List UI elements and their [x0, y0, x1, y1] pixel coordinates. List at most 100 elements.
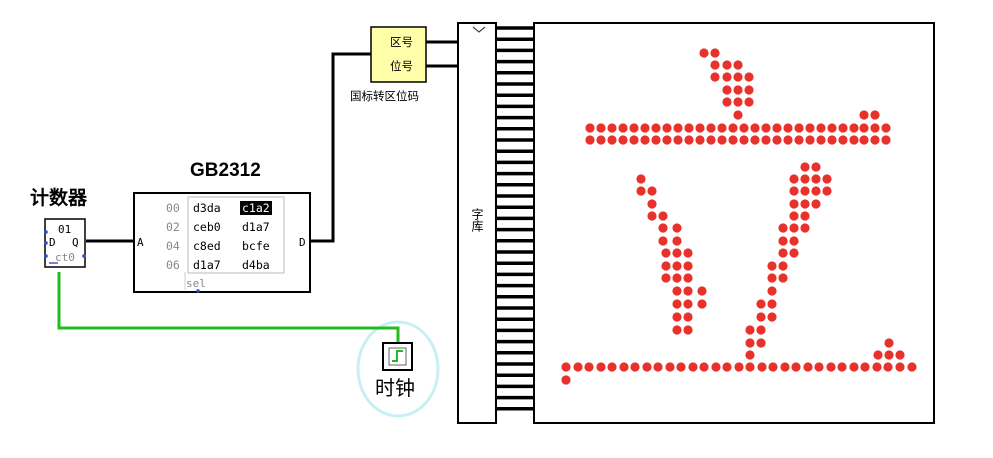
display-dot [778, 261, 788, 271]
display-dot [849, 362, 859, 372]
display-dot [711, 362, 721, 372]
display-dot [672, 223, 682, 233]
display-dot [661, 261, 671, 271]
display-dot [789, 186, 799, 196]
display-dot [710, 60, 720, 70]
display-dot [791, 362, 801, 372]
display-dot [822, 186, 832, 196]
display-dot [803, 362, 813, 372]
display-dot [800, 199, 810, 209]
display-dot [661, 248, 671, 258]
display-dot [859, 135, 869, 145]
display-dot [826, 362, 836, 372]
rom-cell[interactable]: d4ba [242, 258, 270, 272]
rom-cell[interactable]: d1a7 [242, 220, 270, 234]
display-dot [672, 325, 682, 335]
display-dot [673, 135, 683, 145]
display-dot [860, 362, 870, 372]
display-dot [695, 123, 705, 133]
rom-addr: 00 [166, 201, 180, 215]
display-dot [750, 135, 760, 145]
counter-title: 计数器 [30, 187, 88, 209]
display-dot [767, 312, 777, 322]
display-dot [561, 375, 571, 385]
display-dot [722, 97, 732, 107]
display-dot [873, 350, 883, 360]
display-dot [794, 123, 804, 133]
rom-cell-selected[interactable]: c1a2 [240, 201, 272, 215]
display-dot [728, 123, 738, 133]
display-dot [688, 362, 698, 372]
font-lib-box[interactable] [457, 22, 497, 424]
clock-label: 时钟 [375, 376, 415, 400]
display-dot [683, 312, 693, 322]
display-dot [789, 211, 799, 221]
display-dot [849, 123, 859, 133]
display-dot [744, 97, 754, 107]
display-dot [778, 236, 788, 246]
display-dot [619, 362, 629, 372]
display-dot [767, 299, 777, 309]
display-dot [683, 299, 693, 309]
display-dot [805, 135, 815, 145]
display-dot [672, 248, 682, 258]
display-dot [745, 325, 755, 335]
rom-pin-d: D [299, 236, 306, 249]
display-dot [640, 135, 650, 145]
rom-cell[interactable]: bcfe [242, 239, 270, 253]
display-dot [636, 186, 646, 196]
display-dot [710, 48, 720, 58]
display-dot [673, 123, 683, 133]
display-dot [706, 123, 716, 133]
display-dot [778, 273, 788, 283]
display-dot [596, 362, 606, 372]
display-dot [822, 174, 832, 184]
display-dot [662, 123, 672, 133]
display-dot [618, 123, 628, 133]
display-dot [757, 362, 767, 372]
display-dot [672, 236, 682, 246]
display-dot [789, 223, 799, 233]
display-dot [672, 312, 682, 322]
display-dot [872, 362, 882, 372]
display-dot [695, 135, 705, 145]
display-dot [636, 174, 646, 184]
display-dot [658, 223, 668, 233]
converter-box[interactable] [370, 26, 427, 83]
display-dot [658, 211, 668, 221]
clock-wire [57, 272, 400, 343]
converter-wei-label: 位号 [390, 59, 413, 73]
display-dot [573, 362, 583, 372]
display-dot [800, 174, 810, 184]
display-dot [811, 199, 821, 209]
display-dot [800, 223, 810, 233]
rom-cell[interactable]: ceb0 [193, 220, 221, 234]
display-dot [629, 123, 639, 133]
rom-cell[interactable]: c8ed [193, 239, 221, 253]
display-dot [756, 312, 766, 322]
display-dot [722, 60, 732, 70]
display-dot [870, 110, 880, 120]
display-dot [722, 72, 732, 82]
display-dot [789, 236, 799, 246]
counter-pin-q: Q [72, 236, 79, 249]
display-dot [658, 236, 668, 246]
display-dot [800, 211, 810, 221]
display-dot [647, 186, 657, 196]
display-dot [596, 123, 606, 133]
display-dot [883, 362, 893, 372]
display-dot [756, 325, 766, 335]
display-dot [811, 174, 821, 184]
display-dot [778, 223, 788, 233]
dot-matrix-display[interactable] [533, 22, 935, 424]
display-dot [859, 123, 869, 133]
display-dot [651, 123, 661, 133]
display-dot [734, 362, 744, 372]
rom-cell[interactable]: d1a7 [193, 258, 221, 272]
rom-addr: 06 [166, 258, 180, 272]
display-dot [789, 174, 799, 184]
display-dot [884, 350, 894, 360]
rom-cell[interactable]: d3da [193, 201, 221, 215]
counter-pin-d: D [49, 236, 56, 249]
display-dot [780, 362, 790, 372]
